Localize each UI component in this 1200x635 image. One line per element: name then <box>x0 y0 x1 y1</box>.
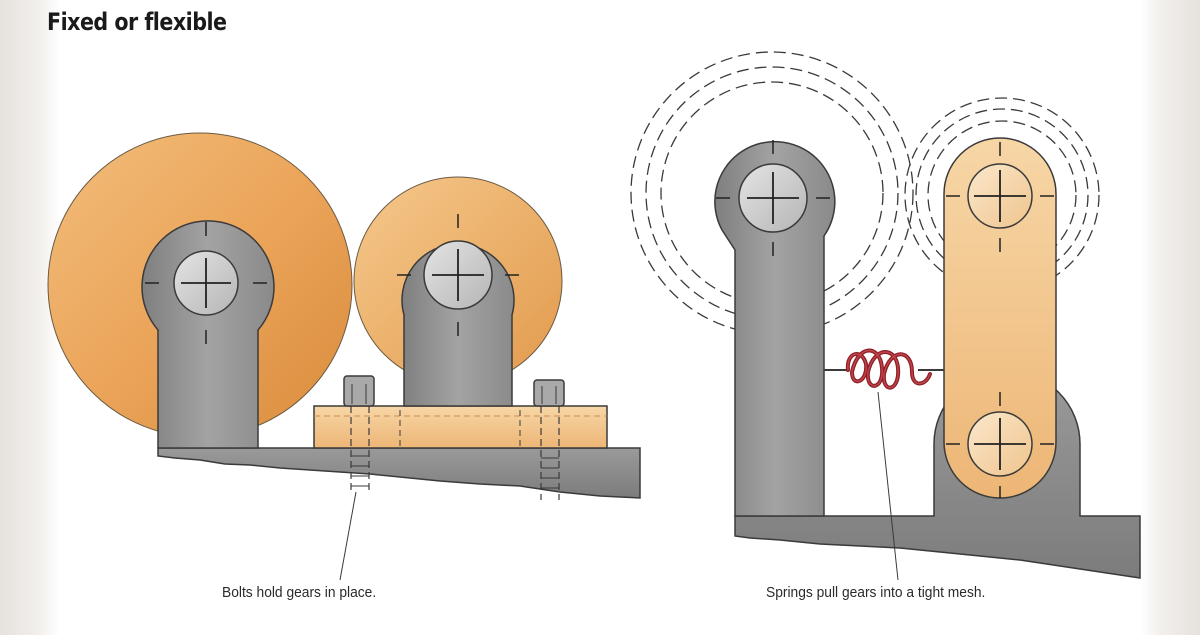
flexible-gears-illustration <box>630 51 1141 581</box>
fixed-gears-illustration <box>47 132 641 581</box>
pivot-arm <box>714 140 836 517</box>
spring-leader-line <box>877 391 899 581</box>
link-bar-bottom-pin <box>946 392 1054 498</box>
fixed-base-plate <box>157 447 641 499</box>
tension-spring <box>824 348 944 390</box>
large-gear-pin <box>145 222 267 344</box>
mounting-bar <box>313 405 608 449</box>
bolt-leader-line <box>339 491 357 581</box>
bolt-right <box>533 379 565 500</box>
pivot-arm-pin <box>716 140 830 256</box>
fixed-caption: Bolts hold gears in place. <box>222 584 377 601</box>
flexible-caption: Springs pull gears into a tight mesh. <box>766 584 986 601</box>
diagram-title: Fixed or flexible <box>47 8 227 36</box>
bolt-left <box>343 375 375 492</box>
link-bar-top-pin <box>946 142 1054 252</box>
small-gear-pin <box>397 214 519 336</box>
